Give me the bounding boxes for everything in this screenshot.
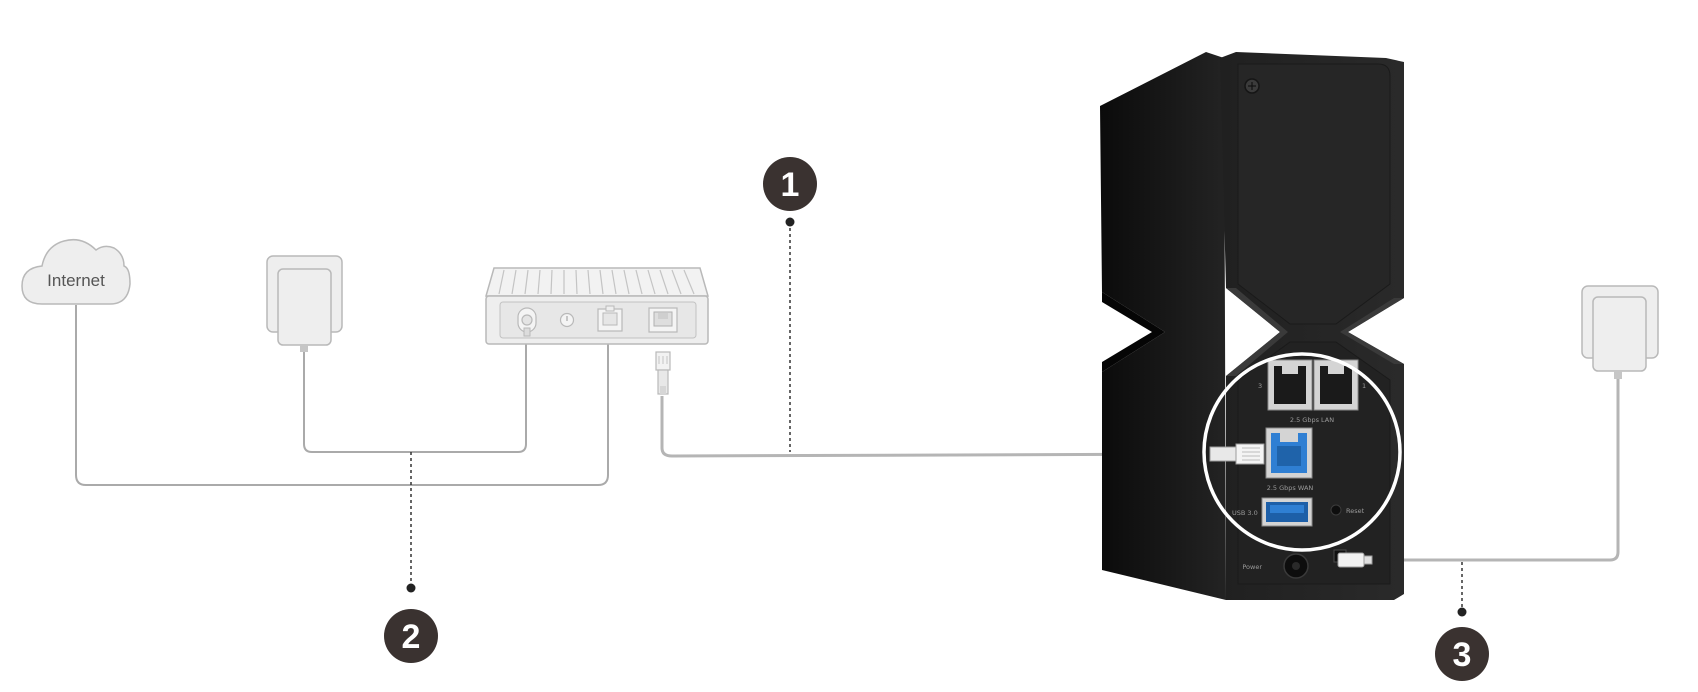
- power-port-label: Power: [1242, 563, 1262, 571]
- modem-power-adapter: [266, 255, 343, 352]
- callout-leaders: [410, 228, 1463, 610]
- modem-power-port: [517, 307, 537, 337]
- router-groove-right: [1340, 298, 1404, 364]
- port-highlight-circle: [1202, 352, 1402, 552]
- router-power-port: Power: [1242, 553, 1309, 579]
- router-power-adapter: [1581, 285, 1659, 379]
- wan-port-label: 2.5 Gbps WAN: [1267, 484, 1314, 492]
- lan-port-number-left: 3: [1258, 382, 1262, 390]
- step-badge-1: 1: [763, 157, 817, 211]
- modem-top: [485, 267, 709, 297]
- ethernet-cable: [660, 396, 1211, 458]
- step-badge-2: 2: [384, 609, 438, 663]
- adapter-plug: [1614, 371, 1622, 379]
- internet-cloud: Internet: [21, 238, 131, 305]
- cloud-label: Internet: [47, 271, 105, 290]
- reset-label: Reset: [1346, 507, 1365, 515]
- callout-dots: [406, 217, 1467, 617]
- router-usb-port: USB 3.0: [1232, 497, 1313, 527]
- modem: [485, 267, 709, 345]
- adapter-plug: [300, 345, 308, 352]
- router-reset-button: Reset: [1330, 504, 1365, 516]
- modem-vents: [498, 269, 695, 295]
- adapter-body: [1592, 296, 1647, 372]
- internet-line-cable: [75, 305, 609, 486]
- modem-line-port: [597, 305, 623, 332]
- usb-port-label: USB 3.0: [1232, 509, 1258, 517]
- lan-port-label: 2.5 Gbps LAN: [1290, 416, 1334, 424]
- router-side-bevel: [1102, 292, 1165, 372]
- cloud-icon: [21, 238, 131, 305]
- ethernet-plug-router: [1209, 443, 1265, 465]
- modem-ethernet-port: [648, 307, 678, 333]
- router-wan-port: 2.5 Gbps WAN: [1265, 427, 1314, 492]
- connection-cables: [75, 305, 1620, 562]
- adapter-body: [277, 268, 332, 346]
- modem-power-button: [559, 312, 575, 328]
- router-power-cable: [1352, 372, 1620, 562]
- step-number-3: 3: [1453, 636, 1472, 674]
- router: 3 1 2.5 Gbps LAN 2.5 Gbps WAN USB 3.0: [1100, 52, 1404, 600]
- step-badge-3: 3: [1435, 627, 1489, 681]
- router-side: [1100, 52, 1226, 600]
- router-power-plug: [1333, 549, 1373, 568]
- router-screw: [1244, 78, 1260, 94]
- lan-port-number-right: 1: [1362, 382, 1366, 390]
- step-number-2: 2: [402, 618, 421, 656]
- router-front-panel-top: [1237, 63, 1391, 325]
- step-number-1: 1: [781, 166, 800, 204]
- modem-power-cable: [303, 332, 527, 453]
- ethernet-plug-modem: [655, 351, 671, 395]
